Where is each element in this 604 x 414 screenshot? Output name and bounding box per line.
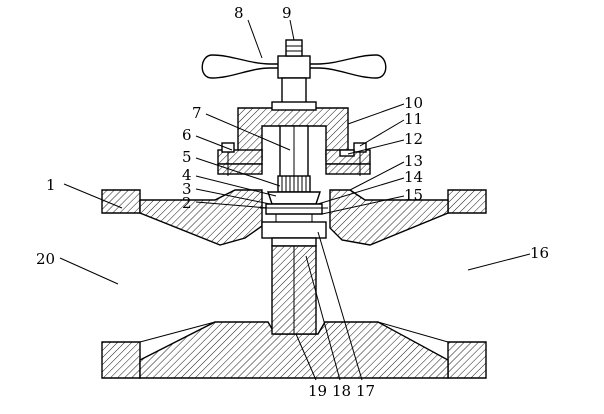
label-3: 3 <box>182 180 192 198</box>
label-13: 13 <box>404 152 423 170</box>
plug-column <box>271 245 317 335</box>
label-17: 17 <box>356 382 375 400</box>
label-5: 5 <box>182 148 192 166</box>
label-4: 4 <box>182 166 192 184</box>
label-7: 7 <box>192 104 202 122</box>
lower-flow-contour <box>139 321 216 343</box>
label-10: 10 <box>404 94 423 112</box>
label-8: 8 <box>234 4 244 22</box>
right-flange-bottom <box>447 341 487 379</box>
right-flange <box>447 189 487 214</box>
label-15: 15 <box>404 186 423 204</box>
label-16: 16 <box>530 244 549 262</box>
valve-disc <box>261 221 327 247</box>
label-6: 6 <box>182 126 192 144</box>
label-19: 19 <box>308 382 327 400</box>
gear-assembly <box>260 175 328 222</box>
left-flange <box>101 189 141 214</box>
label-2: 2 <box>182 194 192 212</box>
bolt-head-left <box>221 142 235 153</box>
seal-ring <box>265 203 323 215</box>
disc-collar <box>271 237 317 247</box>
bonnet <box>217 107 371 175</box>
label-12: 12 <box>404 130 423 148</box>
label-20: 20 <box>36 250 55 268</box>
disc-plate <box>261 221 327 239</box>
label-11: 11 <box>404 110 423 128</box>
label-1: 1 <box>46 176 56 194</box>
label-14: 14 <box>404 168 423 186</box>
gear-base <box>267 191 321 205</box>
stem <box>271 77 317 183</box>
left-flange-bottom <box>101 341 141 379</box>
upper-wall-right <box>329 189 449 246</box>
leader-lines <box>59 19 531 381</box>
callout-labels: 1 2 3 4 5 6 7 8 9 10 11 12 13 14 15 16 1… <box>36 4 549 400</box>
stem-nut <box>285 39 303 57</box>
lower-wall <box>139 321 449 379</box>
label-9: 9 <box>282 4 292 22</box>
handwheel <box>201 39 387 79</box>
handwheel-hub <box>277 55 311 79</box>
label-18: 18 <box>332 382 351 400</box>
